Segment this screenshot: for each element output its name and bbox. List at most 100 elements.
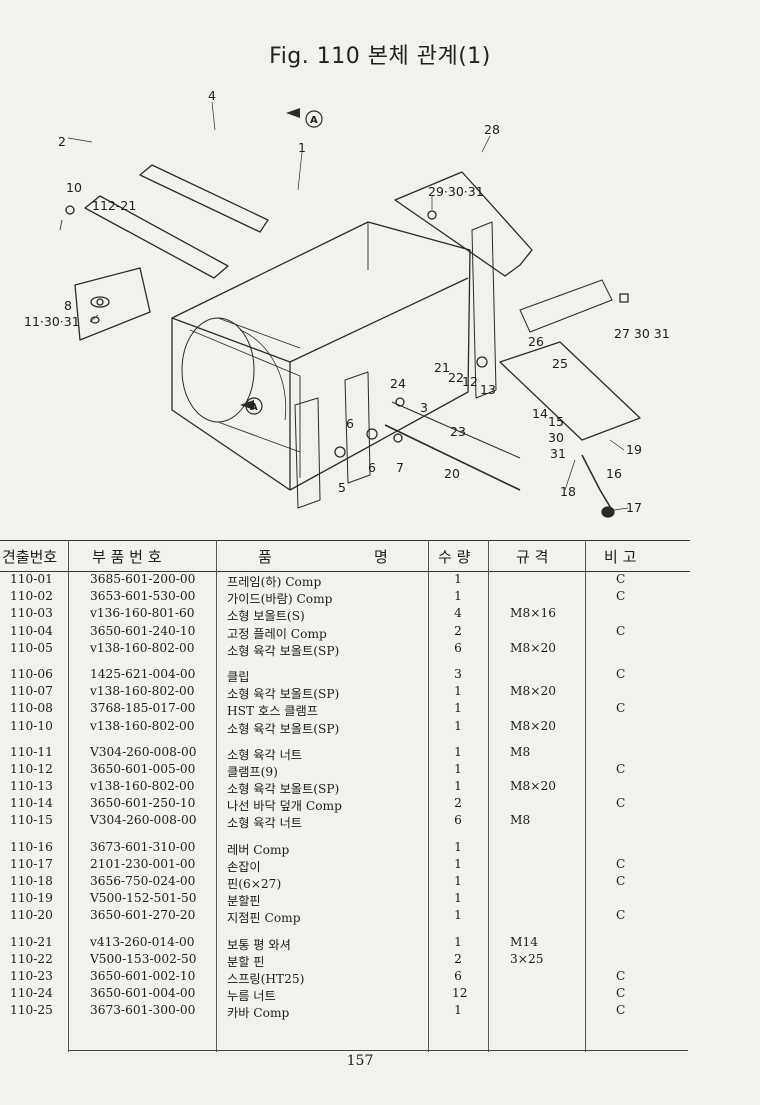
label-10: 10 [66, 180, 82, 195]
frame-outline [171, 221, 471, 491]
header-no: 견출번호 [2, 548, 58, 566]
cell-index-no: 110-24 [10, 986, 53, 1001]
cell-index-no: 110-15 [10, 813, 53, 828]
label-112-21: 112-21 [92, 198, 136, 213]
cell-quantity: 1 [454, 572, 462, 586]
cell-index-no: 110-22 [10, 951, 53, 966]
label-18: 18 [560, 484, 576, 499]
cell-part-number: V304-260-008-00 [90, 813, 197, 828]
cell-part-number: 3685-601-200-00 [90, 572, 196, 586]
cell-part-name: 소형 육각 너트 [227, 816, 303, 831]
cell-part-number: v138-160-802-00 [90, 684, 195, 699]
cell-part-number: 2101-230-001-00 [90, 856, 196, 871]
cell-index-no: 110-07 [10, 684, 53, 699]
cell-index-no: 110-11 [10, 744, 53, 759]
header-qty: 수 량 [438, 548, 471, 566]
col-divider [68, 570, 69, 1052]
cell-index-no: 110-03 [10, 606, 53, 621]
cell-index-no: 110-18 [10, 874, 53, 888]
cell-index-no: 110-21 [10, 934, 53, 949]
cell-spec: M14 [510, 934, 538, 949]
cell-part-number: 1425-621-004-00 [90, 666, 196, 681]
cell-index-no: 110-20 [10, 908, 53, 923]
cell-note: C [616, 701, 626, 716]
cell-spec: M8×20 [510, 779, 556, 794]
bracket-part [74, 267, 151, 341]
cell-note: C [616, 589, 626, 604]
cell-part-number: 3650-601-240-10 [90, 623, 196, 638]
cell-part-name: 소형 육각 보올트(SP) [227, 782, 340, 797]
cell-note: C [616, 666, 626, 681]
cell-quantity: 6 [454, 968, 462, 983]
label-2: 2 [58, 134, 66, 149]
cell-quantity: 1 [454, 1003, 462, 1018]
cell-spec: 3×25 [510, 951, 544, 966]
cell-quantity: 1 [454, 908, 462, 923]
label-23: 23 [450, 424, 466, 439]
label-6: 6 [346, 416, 354, 431]
cell-part-number: v136-160-801-60 [90, 606, 195, 621]
cell-part-name: 보통 평 와셔 [227, 937, 291, 952]
cell-index-no: 110-19 [10, 891, 53, 906]
cell-part-number: v138-160-802-00 [90, 779, 195, 794]
label-17: 17 [626, 500, 642, 515]
header-name-left: 품 [258, 548, 272, 566]
cell-quantity: 1 [454, 761, 462, 776]
label-5: 5 [338, 480, 346, 495]
label-19: 19 [626, 442, 642, 457]
cell-part-number: 3673-601-310-00 [90, 839, 196, 854]
cell-spec: M8×20 [510, 684, 556, 699]
cell-quantity: 1 [454, 779, 462, 794]
label-22: 22 [448, 370, 464, 385]
label-6b: 6 [368, 460, 376, 475]
cell-quantity: 1 [454, 874, 462, 888]
cell-quantity: 1 [454, 934, 462, 949]
cell-spec: M8 [510, 744, 531, 759]
cell-spec: M8×16 [510, 606, 556, 621]
arrow-a-bottom [240, 400, 254, 410]
cell-note: C [616, 761, 626, 776]
cell-note: C [616, 623, 626, 638]
header-name-right: 명 [374, 548, 388, 566]
cell-part-name: 손잡이 [227, 859, 261, 874]
cell-part-number: 3650-601-004-00 [90, 986, 196, 1001]
cell-part-name: 분할핀 [227, 894, 261, 909]
page-number: 157 [346, 1053, 374, 1069]
cell-part-number: V500-153-002-50 [90, 951, 197, 966]
cell-index-no: 110-17 [10, 856, 53, 871]
cell-index-no: 110-14 [10, 796, 53, 811]
cell-quantity: 2 [454, 796, 462, 811]
arrow-a-top [286, 108, 300, 118]
cell-note: C [616, 968, 626, 983]
header-note: 비 고 [604, 548, 637, 566]
col-divider [488, 540, 489, 1052]
col-divider [68, 540, 69, 570]
label-13: 13 [480, 382, 496, 397]
figure-title: Fig. 110 본체 관계(1) [269, 44, 491, 69]
cell-part-name: 클램프(9) [227, 764, 278, 779]
cell-index-no: 110-04 [10, 623, 53, 638]
cell-part-number: 3768-185-017-00 [90, 701, 196, 716]
cell-part-number: v138-160-802-00 [90, 640, 195, 655]
cell-part-name: 카바 Comp [227, 1006, 290, 1021]
cell-part-number: V500-152-501-50 [90, 891, 197, 906]
label-14: 14 [532, 406, 548, 421]
cell-part-name: 소형 육각 보올트(SP) [227, 687, 340, 702]
